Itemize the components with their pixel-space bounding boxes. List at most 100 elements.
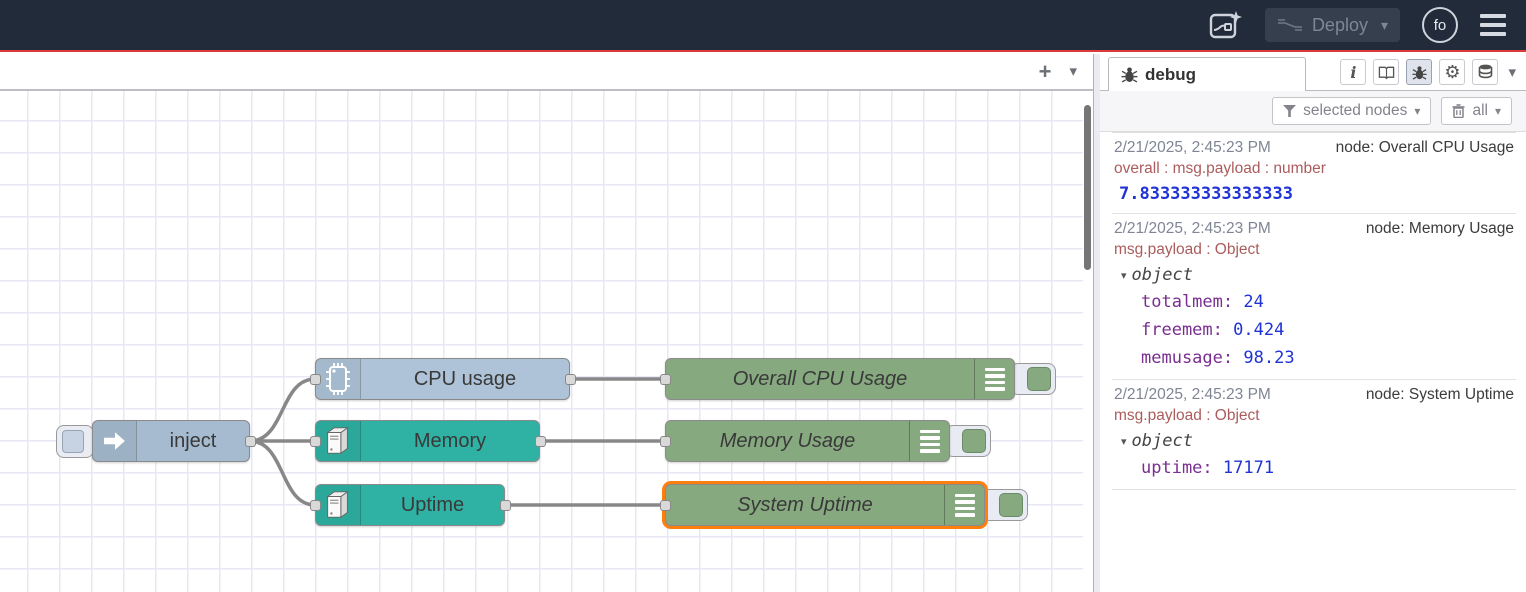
debug-message[interactable]: 2/21/2025, 2:45:23 PM node: Overall CPU … <box>1112 133 1516 214</box>
debug-message-list[interactable]: 2/21/2025, 2:45:23 PM node: Overall CPU … <box>1112 132 1516 592</box>
clear-caret-icon: ▾ <box>1494 104 1501 118</box>
config-nodes-button[interactable]: ⚙ <box>1439 59 1466 85</box>
flow-canvas[interactable]: inject CPU usage <box>0 91 1083 592</box>
port-cpu-out[interactable] <box>564 373 576 385</box>
workspace-tab-bar: + ▾ <box>0 54 1093 91</box>
node-overall-cpu-usage[interactable]: Overall CPU Usage <box>665 358 1015 400</box>
message-meta: 2/21/2025, 2:45:23 PM node: System Uptim… <box>1114 384 1514 406</box>
sidebar-menu-caret-icon[interactable]: ▾ <box>1508 64 1516 81</box>
debug-message[interactable]: 2/21/2025, 2:45:23 PM node: Memory Usage… <box>1112 214 1516 380</box>
object-property-row: memusage: 98.23 <box>1114 344 1514 372</box>
debug-output-icon <box>944 485 984 525</box>
node-label: Memory <box>413 429 487 452</box>
deploy-caret-icon[interactable]: ▾ <box>1380 16 1388 33</box>
book-icon <box>1378 65 1395 80</box>
object-label: object <box>1131 265 1193 285</box>
port-system-uptime-in[interactable] <box>659 499 671 511</box>
port-uptime-out[interactable] <box>499 499 511 511</box>
add-flow-button[interactable]: + <box>1038 58 1052 84</box>
filter-label: selected nodes <box>1303 102 1408 119</box>
message-timestamp: 2/21/2025, 2:45:23 PM <box>1114 139 1271 156</box>
sidebar: debug i <box>1100 54 1526 592</box>
debug-enable-toggle[interactable] <box>1010 363 1056 395</box>
inject-trigger-button[interactable] <box>56 425 94 458</box>
node-label: Uptime <box>400 493 465 516</box>
message-value: 7.833333333333333 <box>1119 184 1293 204</box>
object-expander[interactable]: ▾ object <box>1114 262 1514 288</box>
bug-icon <box>1121 66 1138 83</box>
object-property-row: uptime: 17171 <box>1114 454 1514 482</box>
inject-arrow-icon <box>93 421 137 461</box>
node-inject[interactable]: inject <box>92 420 250 462</box>
user-avatar[interactable]: fo <box>1422 7 1458 43</box>
ai-flow-icon[interactable] <box>1209 10 1243 40</box>
filter-nodes-button[interactable]: selected nodes ▾ <box>1272 97 1432 125</box>
flow-list-caret-icon[interactable]: ▾ <box>1069 63 1077 80</box>
property-key: memusage: <box>1141 348 1234 368</box>
collapse-caret-icon[interactable]: ▾ <box>1121 269 1127 282</box>
help-tab-button[interactable] <box>1373 59 1400 85</box>
wire <box>248 439 317 507</box>
main-menu-icon[interactable] <box>1480 14 1506 36</box>
message-property: msg.payload : Object <box>1114 241 1260 258</box>
node-system-uptime[interactable]: System Uptime <box>665 484 985 526</box>
property-value: 17171 <box>1222 458 1275 478</box>
object-label: object <box>1131 431 1193 451</box>
computer-tower-icon <box>316 485 361 525</box>
object-property-row: freemem: 0.424 <box>1114 316 1514 344</box>
node-uptime[interactable]: Uptime <box>315 484 505 526</box>
trash-icon <box>1452 104 1465 118</box>
node-memory-usage[interactable]: Memory Usage <box>665 420 950 462</box>
property-key: freemem: <box>1141 320 1223 340</box>
clear-label: all <box>1472 102 1488 119</box>
node-label: Overall CPU Usage <box>732 367 908 390</box>
sidebar-tab-tools: i <box>1340 59 1516 85</box>
debug-toolbar: selected nodes ▾ all ▾ <box>1100 91 1526 132</box>
message-timestamp: 2/21/2025, 2:45:23 PM <box>1114 386 1271 403</box>
message-property: msg.payload : Object <box>1114 407 1260 424</box>
port-memory-usage-in[interactable] <box>659 435 671 447</box>
port-inject-out[interactable] <box>244 435 256 447</box>
debug-output-icon <box>974 359 1014 399</box>
deploy-label: Deploy <box>1311 14 1368 35</box>
object-expander[interactable]: ▾ object <box>1114 428 1514 454</box>
context-data-button[interactable] <box>1472 59 1499 85</box>
debug-enable-toggle[interactable] <box>982 489 1028 521</box>
cpu-chip-icon <box>316 359 361 399</box>
bug-icon <box>1412 65 1427 80</box>
message-meta: 2/21/2025, 2:45:23 PM node: Overall CPU … <box>1114 137 1514 159</box>
deploy-button[interactable]: Deploy ▾ <box>1264 8 1400 42</box>
node-label: CPU usage <box>413 367 517 390</box>
debug-tab-button[interactable] <box>1406 59 1433 85</box>
filter-caret-icon: ▾ <box>1414 104 1421 118</box>
node-memory[interactable]: Memory <box>315 420 540 462</box>
node-cpu-usage[interactable]: CPU usage <box>315 358 570 400</box>
debug-toggle-inner <box>962 429 986 453</box>
deploy-icon <box>1277 17 1303 33</box>
port-uptime-in[interactable] <box>309 499 321 511</box>
canvas-vertical-scrollbar[interactable] <box>1084 105 1091 270</box>
tab-debug[interactable]: debug <box>1108 57 1306 91</box>
collapse-caret-icon[interactable]: ▾ <box>1121 435 1127 448</box>
wires <box>248 377 667 507</box>
message-timestamp: 2/21/2025, 2:45:23 PM <box>1114 220 1271 237</box>
funnel-icon <box>1283 105 1297 117</box>
debug-message[interactable]: 2/21/2025, 2:45:23 PM node: System Uptim… <box>1112 380 1516 490</box>
debug-output-icon <box>909 421 949 461</box>
message-property: overall : msg.payload : number <box>1114 160 1326 177</box>
computer-tower-icon <box>316 421 361 461</box>
debug-toggle-inner <box>999 493 1023 517</box>
header-bar: Deploy ▾ fo <box>0 0 1526 52</box>
property-value: 0.424 <box>1233 320 1285 340</box>
info-tab-button[interactable]: i <box>1340 59 1367 85</box>
port-memory-in[interactable] <box>309 435 321 447</box>
port-memory-out[interactable] <box>534 435 546 447</box>
wire <box>248 377 317 443</box>
clear-messages-button[interactable]: all ▾ <box>1441 97 1512 125</box>
port-cpu-in[interactable] <box>309 373 321 385</box>
debug-enable-toggle[interactable] <box>945 425 991 457</box>
info-icon: i <box>1350 62 1357 82</box>
sidebar-splitter[interactable] <box>1093 54 1100 592</box>
port-overall-cpu-in[interactable] <box>659 373 671 385</box>
message-node-name: node: Memory Usage <box>1365 220 1514 237</box>
